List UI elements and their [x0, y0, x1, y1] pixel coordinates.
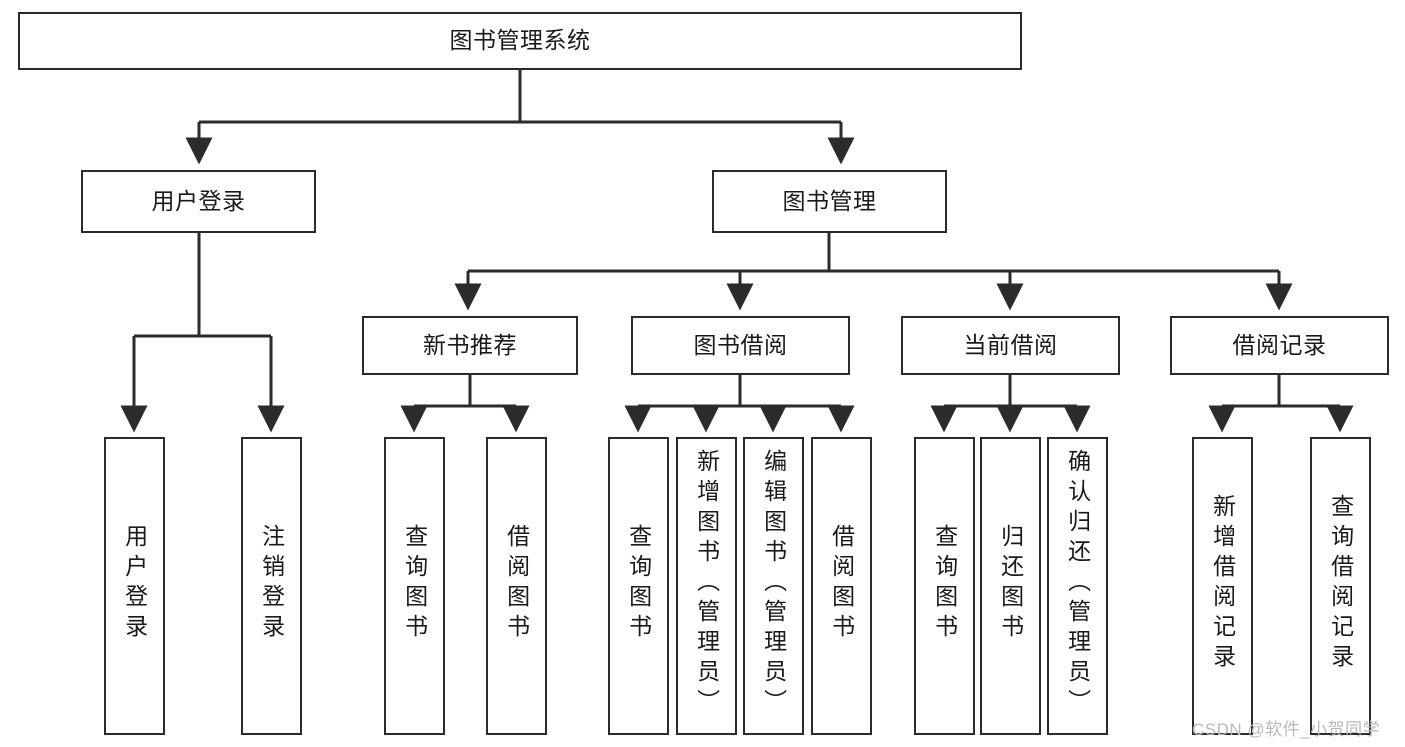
node-label: 图书管理 [782, 187, 877, 214]
leaf-borrow-borrow-books[interactable]: 借阅图书 [811, 437, 872, 735]
node-current-borrow[interactable]: 当前借阅 [901, 316, 1120, 375]
leaf-borrow-query-books[interactable]: 查询图书 [608, 437, 669, 735]
node-label: 编辑图书（管理员） [760, 449, 787, 719]
node-label: 图书借阅 [693, 331, 788, 358]
node-label: 新书推荐 [423, 331, 517, 358]
leaf-current-return-books[interactable]: 归还图书 [980, 437, 1041, 735]
node-label: 借阅记录 [1232, 331, 1327, 358]
node-label: 新增借阅记录 [1209, 494, 1236, 674]
node-label: 借阅图书 [828, 524, 855, 644]
leaf-record-add-borrow-record[interactable]: 新增借阅记录 [1192, 437, 1253, 735]
watermark: CSDN @软件_小贺同学 [1192, 720, 1381, 739]
leaf-user-login[interactable]: 用户登录 [104, 437, 165, 735]
leaf-current-query-books[interactable]: 查询图书 [914, 437, 975, 735]
node-label: 新增图书（管理员） [693, 449, 720, 719]
node-root-library-system[interactable]: 图书管理系统 [18, 12, 1022, 70]
leaf-user-logout[interactable]: 注销登录 [241, 437, 302, 735]
node-label: 查询图书 [931, 524, 958, 644]
node-label: 借阅图书 [503, 524, 530, 644]
leaf-borrow-edit-book-admin[interactable]: 编辑图书（管理员） [743, 437, 804, 735]
leaf-newbook-borrow-books[interactable]: 借阅图书 [486, 437, 547, 735]
node-label: 查询图书 [401, 524, 428, 644]
node-label: 归还图书 [997, 524, 1024, 644]
node-label: 注销登录 [258, 524, 285, 644]
node-label: 用户登录 [121, 524, 148, 644]
node-book-management[interactable]: 图书管理 [712, 170, 947, 233]
leaf-current-confirm-return-admin[interactable]: 确认归还（管理员） [1047, 437, 1108, 735]
node-label: 查询借阅记录 [1327, 494, 1354, 674]
node-user-login[interactable]: 用户登录 [81, 170, 316, 233]
node-borrow-record[interactable]: 借阅记录 [1170, 316, 1389, 375]
node-label: 确认归还（管理员） [1064, 449, 1091, 719]
leaf-newbook-query-books[interactable]: 查询图书 [384, 437, 445, 735]
leaf-record-query-borrow-record[interactable]: 查询借阅记录 [1310, 437, 1371, 735]
node-label: 当前借阅 [963, 331, 1058, 358]
node-label: 查询图书 [625, 524, 652, 644]
node-label: 图书管理系统 [449, 27, 591, 54]
node-label: 用户登录 [151, 187, 246, 214]
node-new-book-recommend[interactable]: 新书推荐 [362, 316, 578, 375]
leaf-borrow-add-book-admin[interactable]: 新增图书（管理员） [676, 437, 737, 735]
node-book-borrow[interactable]: 图书借阅 [631, 316, 850, 375]
